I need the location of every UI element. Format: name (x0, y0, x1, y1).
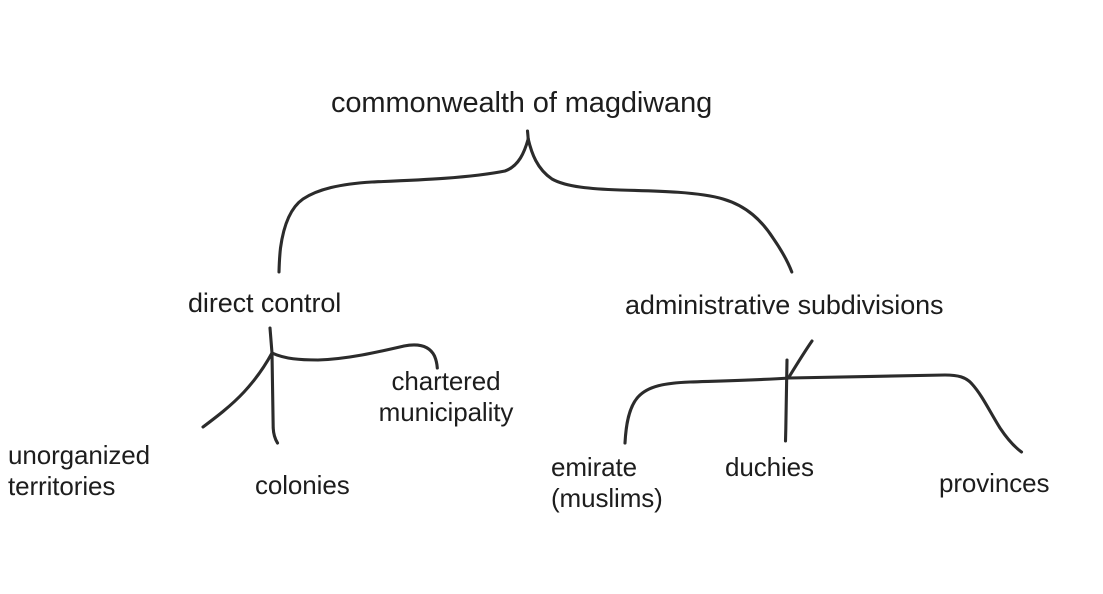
connector-admin-subdivisions-stem (787, 339, 814, 379)
connector-direct-control-to-colonies (270, 351, 280, 445)
node-unorganized-territories: unorganized territories (8, 440, 151, 501)
connector-direct-control-to-chartered (270, 343, 439, 370)
connector-admin-to-emirate (623, 376, 791, 445)
node-provinces: provinces (939, 468, 1050, 498)
node-chartered-municipality: chartered municipality (378, 366, 514, 427)
connector-direct-control-stem (268, 326, 274, 355)
node-commonwealth-of-magdiwang: commonwealth of magdiwang (331, 87, 713, 119)
connector-direct-control-to-unorganized (201, 351, 274, 429)
connector-admin-to-duchies (783, 358, 789, 443)
connector-root-to-direct-control (277, 137, 530, 274)
node-administrative-subdivisions: administrative subdivisions (625, 290, 944, 320)
connector-root-to-admin-subdivisions (526, 137, 794, 274)
connector-admin-to-provinces (787, 373, 1024, 454)
node-emirate-muslims: emirate (muslims) (551, 452, 663, 513)
node-direct-control: direct control (188, 288, 342, 318)
node-duchies: duchies (725, 452, 814, 482)
node-colonies: colonies (255, 470, 350, 500)
